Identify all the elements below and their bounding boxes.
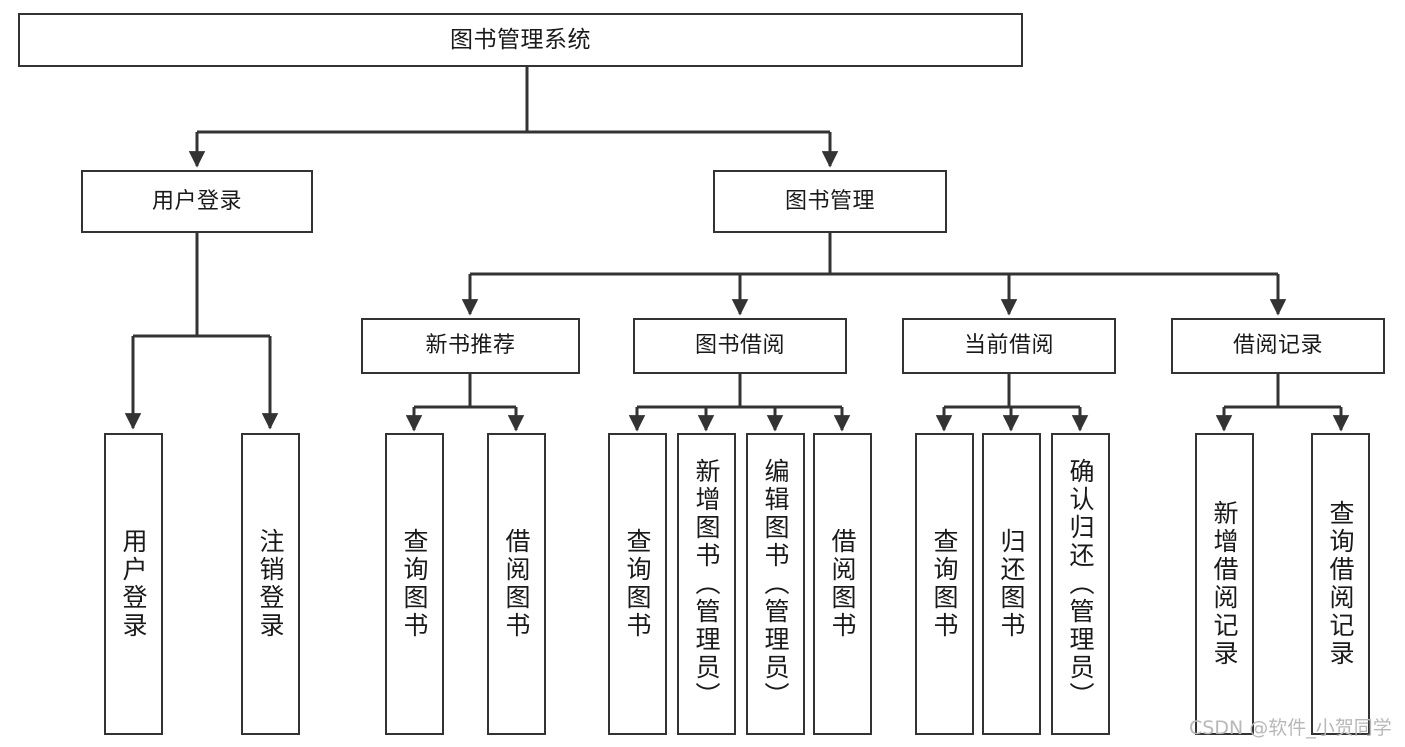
node-label: 查询图书 <box>400 528 429 640</box>
leaf-query-books-borrow[interactable]: 查询图书 <box>608 433 667 735</box>
node-root-system[interactable]: 图书管理系统 <box>18 13 1023 67</box>
leaf-add-book-admin[interactable]: 新增图书（管理员） <box>677 433 736 735</box>
node-label: 查询图书 <box>930 528 959 640</box>
leaf-confirm-return-admin[interactable]: 确认归还（管理员） <box>1051 433 1110 735</box>
node-label: 借阅图书 <box>828 528 857 640</box>
node-label: 新增图书（管理员） <box>692 458 721 710</box>
node-label: 新增借阅记录 <box>1210 500 1239 668</box>
node-label: 新书推荐 <box>425 333 516 359</box>
node-label: 图书借阅 <box>694 333 785 359</box>
leaf-query-books-current[interactable]: 查询图书 <box>915 433 974 735</box>
node-new-book-recommend[interactable]: 新书推荐 <box>361 318 580 374</box>
csdn-watermark: CSDN @软件_小贺同学 <box>1189 717 1392 739</box>
leaf-add-borrow-record[interactable]: 新增借阅记录 <box>1195 433 1254 735</box>
node-label: 借阅图书 <box>502 528 531 640</box>
node-label: 编辑图书（管理员） <box>761 458 790 710</box>
node-label: 用户登录 <box>119 528 148 640</box>
node-label: 借阅记录 <box>1232 333 1323 359</box>
node-label: 查询借阅记录 <box>1326 500 1355 668</box>
node-label: 注销登录 <box>256 528 285 640</box>
node-label: 确认归还（管理员） <box>1066 458 1095 710</box>
leaf-query-borrow-record[interactable]: 查询借阅记录 <box>1311 433 1370 735</box>
node-label: 归还图书 <box>997 528 1026 640</box>
leaf-return-books[interactable]: 归还图书 <box>982 433 1041 735</box>
node-current-borrow[interactable]: 当前借阅 <box>902 318 1116 374</box>
node-label: 查询图书 <box>623 528 652 640</box>
leaf-edit-book-admin[interactable]: 编辑图书（管理员） <box>746 433 805 735</box>
leaf-borrow-books-recommend[interactable]: 借阅图书 <box>487 433 546 735</box>
node-borrow-records[interactable]: 借阅记录 <box>1171 318 1385 374</box>
leaf-user-login[interactable]: 用户登录 <box>104 433 163 735</box>
node-book-management[interactable]: 图书管理 <box>713 170 947 233</box>
node-label: 当前借阅 <box>963 333 1054 359</box>
leaf-logout-login[interactable]: 注销登录 <box>241 433 300 735</box>
leaf-query-books-recommend[interactable]: 查询图书 <box>385 433 444 735</box>
node-label: 图书管理系统 <box>450 26 591 53</box>
leaf-borrow-books[interactable]: 借阅图书 <box>813 433 872 735</box>
node-label: 用户登录 <box>151 188 242 214</box>
node-label: 图书管理 <box>784 188 875 214</box>
node-user-login[interactable]: 用户登录 <box>81 170 313 233</box>
node-book-borrow[interactable]: 图书借阅 <box>633 318 847 374</box>
